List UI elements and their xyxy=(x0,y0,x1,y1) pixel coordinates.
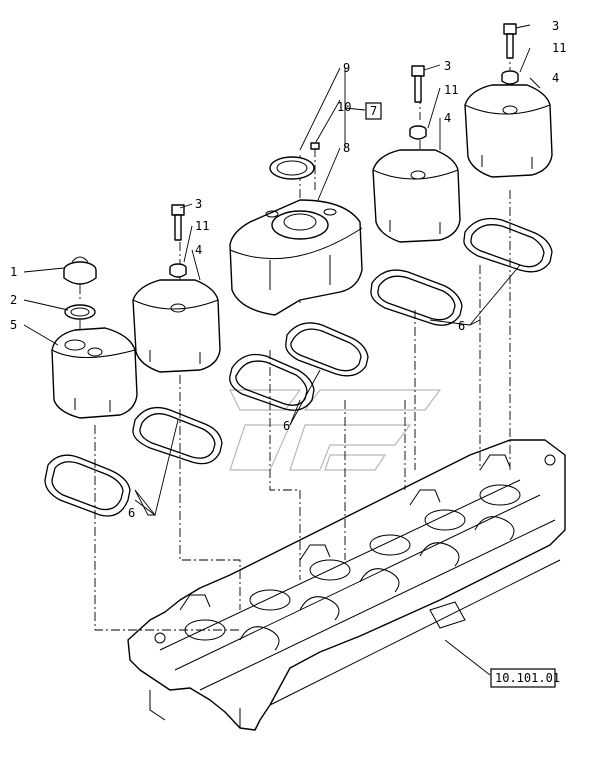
callout-8: 8 xyxy=(343,141,350,155)
callout-2: 2 xyxy=(10,293,17,307)
valve-cover-right[interactable] xyxy=(464,84,553,178)
callout-labels: 1 2 3 3 3 4 4 4 5 6 6 6 8 9 10 11 11 11 xyxy=(10,19,566,520)
gasket-right-upper[interactable] xyxy=(463,217,553,273)
group-box-label: 7 xyxy=(370,104,377,118)
callout-6-center: 6 xyxy=(283,419,290,433)
bolt-center[interactable] xyxy=(411,65,425,103)
filler-cap-o-ring[interactable] xyxy=(64,304,96,320)
oil-filler-cap[interactable] xyxy=(63,256,97,285)
gasket-left-bottom[interactable] xyxy=(44,454,131,517)
callout-4-center: 4 xyxy=(444,111,451,125)
gasket-center-left[interactable] xyxy=(229,353,315,411)
valve-cover-with-oil-filler[interactable] xyxy=(51,327,138,419)
callout-6-right: 6 xyxy=(458,319,465,333)
bolt-right[interactable] xyxy=(503,23,517,59)
callout-11-center: 11 xyxy=(444,83,458,97)
washer-center[interactable] xyxy=(409,125,427,140)
gasket-left-top[interactable] xyxy=(132,406,223,465)
callout-10: 10 xyxy=(337,100,351,114)
page-reference-label: 10.101.01 xyxy=(495,671,560,685)
page-reference-box[interactable]: 10.101.01 xyxy=(490,668,560,688)
bolt-left[interactable] xyxy=(171,204,185,241)
callout-3-right: 3 xyxy=(552,19,559,33)
washer-left[interactable] xyxy=(169,263,187,278)
callout-11-right: 11 xyxy=(552,41,566,55)
callout-11-left: 11 xyxy=(195,219,209,233)
leader-lines xyxy=(23,24,541,676)
rocker-bosses xyxy=(149,454,556,728)
valve-cover-center[interactable] xyxy=(372,149,461,243)
callout-6-left: 6 xyxy=(128,506,135,520)
callout-3-left: 3 xyxy=(195,197,202,211)
breather-cover-housing[interactable] xyxy=(229,199,363,316)
callout-9: 9 xyxy=(343,61,350,75)
callout-4-left: 4 xyxy=(195,243,202,257)
cylinder-head[interactable] xyxy=(127,439,566,731)
callout-3-center: 3 xyxy=(444,59,451,73)
group-reference-box[interactable]: 7 xyxy=(365,102,382,120)
breather-small-screw[interactable] xyxy=(310,142,320,150)
callout-4-right: 4 xyxy=(552,71,559,85)
valve-cover-left[interactable] xyxy=(132,279,221,373)
gasket-right-lower[interactable] xyxy=(370,269,463,326)
watermark-logo xyxy=(229,389,442,471)
washer-right[interactable] xyxy=(501,70,519,85)
callout-5: 5 xyxy=(10,318,17,332)
gasket-center-right[interactable] xyxy=(285,322,369,377)
callout-1: 1 xyxy=(10,265,17,279)
breather-seal-ring[interactable] xyxy=(269,156,315,180)
